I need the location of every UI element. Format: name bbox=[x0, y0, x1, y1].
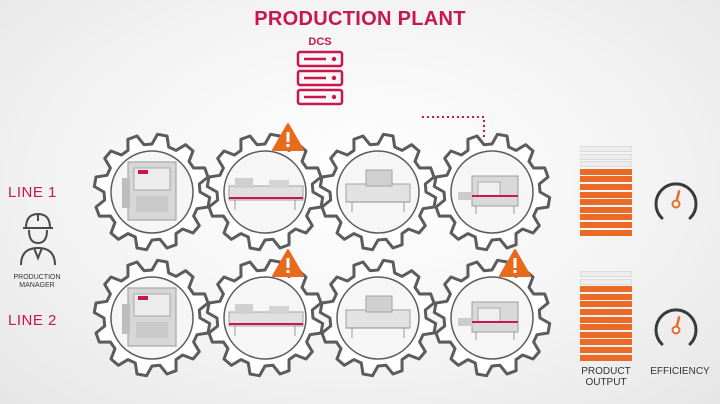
line-2-label: LINE 2 bbox=[8, 312, 57, 329]
worker-helmet-icon bbox=[20, 212, 56, 266]
output-bar-segment bbox=[580, 293, 632, 300]
efficiency-label: EFFICIENCY bbox=[650, 366, 710, 377]
dcs-label: DCS bbox=[308, 36, 332, 48]
machine-gear[interactable] bbox=[205, 258, 325, 378]
output-bar-segment bbox=[580, 309, 632, 315]
output-bar-segment bbox=[580, 146, 632, 152]
product-output-label: PRODUCT OUTPUT bbox=[581, 366, 631, 388]
production-manager-label: PRODUCTION MANAGER bbox=[13, 274, 61, 289]
output-bar-segment bbox=[580, 301, 632, 308]
warning-icon[interactable] bbox=[271, 122, 305, 152]
machine-gear[interactable] bbox=[318, 258, 438, 378]
output-bar-segment bbox=[580, 354, 632, 361]
output-bar-segment bbox=[580, 339, 632, 346]
output-bar-segment bbox=[580, 214, 632, 221]
output-bar-segment bbox=[580, 347, 632, 353]
page-title: PRODUCTION PLANT bbox=[254, 8, 466, 30]
output-bar-segment bbox=[580, 229, 632, 236]
output-bar-segment bbox=[580, 271, 632, 277]
output-bar-segment bbox=[580, 176, 632, 183]
warning-icon[interactable] bbox=[498, 248, 532, 278]
output-bar-segment bbox=[580, 222, 632, 228]
machine-gear[interactable] bbox=[92, 132, 212, 252]
warning-icon[interactable] bbox=[271, 248, 305, 278]
machine-gear[interactable] bbox=[318, 132, 438, 252]
output-bar-segment bbox=[580, 153, 632, 160]
machine-gear[interactable] bbox=[432, 132, 552, 252]
efficiency-gauge-icon bbox=[654, 308, 698, 346]
output-bar-segment bbox=[580, 206, 632, 213]
output-bar-segment bbox=[580, 316, 632, 323]
machine-gear[interactable] bbox=[92, 258, 212, 378]
output-bar-segment bbox=[580, 199, 632, 206]
efficiency-gauge-icon bbox=[654, 182, 698, 220]
dcs-connector bbox=[422, 116, 485, 138]
output-bar-segment bbox=[580, 278, 632, 285]
output-bar-segment bbox=[580, 184, 632, 190]
server-stack-icon[interactable] bbox=[296, 50, 344, 106]
output-bar-segment bbox=[580, 168, 632, 175]
machine-gear[interactable] bbox=[205, 132, 325, 252]
output-bar-segment bbox=[580, 161, 632, 168]
output-bar-segment bbox=[580, 331, 632, 338]
output-bar-segment bbox=[580, 286, 632, 293]
line-1-label: LINE 1 bbox=[8, 184, 57, 201]
output-bar-segment bbox=[580, 191, 632, 198]
output-bar-segment bbox=[580, 324, 632, 331]
machine-gear[interactable] bbox=[432, 258, 552, 378]
